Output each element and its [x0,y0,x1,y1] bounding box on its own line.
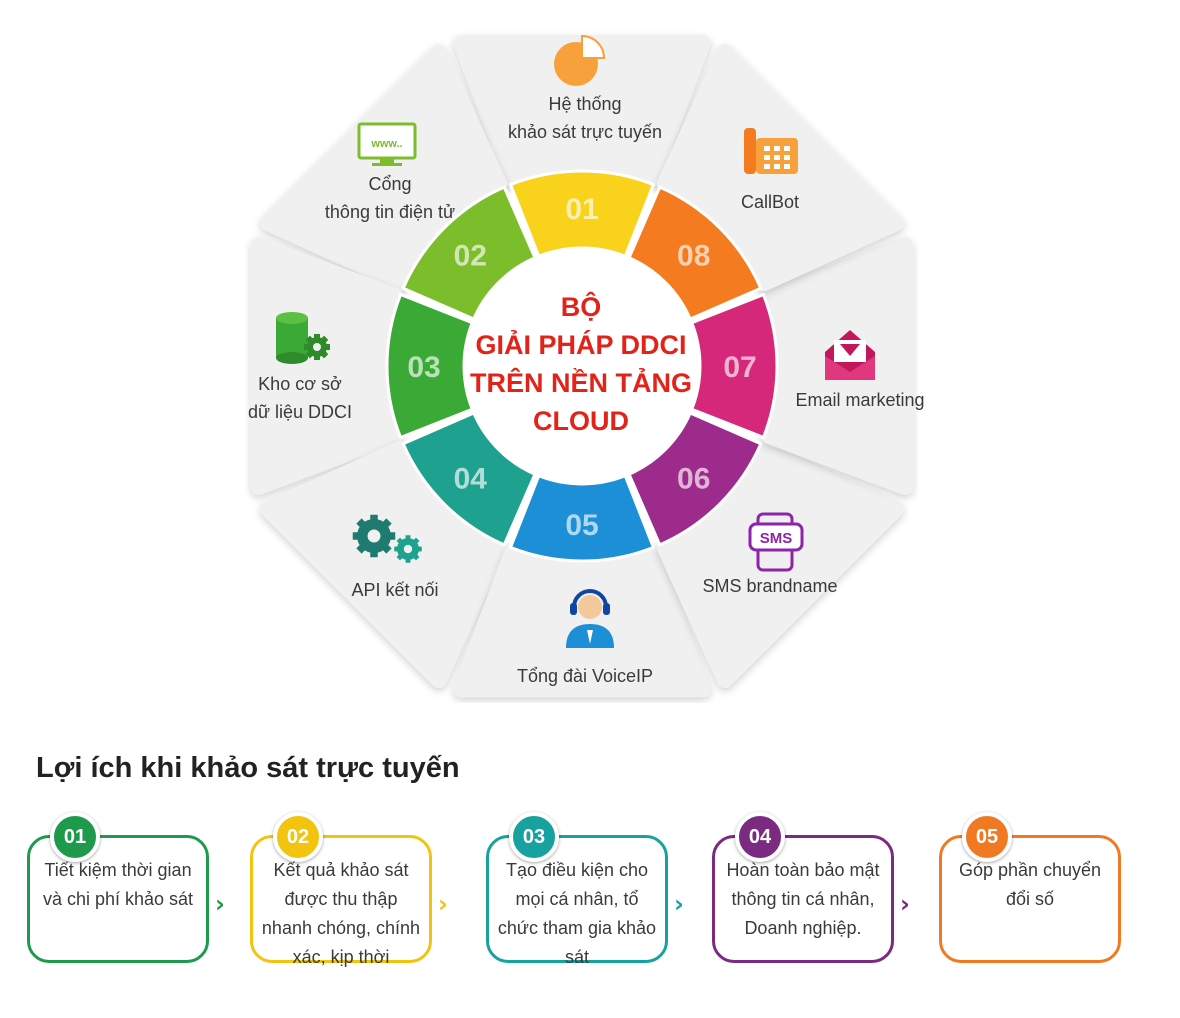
segment-label-07: Email marketing [795,390,925,410]
pie-chart-icon [554,34,606,86]
benefit-text: Tạo điều kiện cho mọi cá nhân, tổ chức t… [497,860,657,967]
svg-text:www..: www.. [370,138,402,150]
benefit-number-badge: 02 [273,812,323,862]
chevron-right-icon: › [438,890,448,918]
segment-label-03: Kho cơ sở dữ liệu DDCI [247,374,353,422]
benefit-text: Kết quả khảo sát được thu thập nhanh chó… [261,860,421,967]
center-title: BỘ GIẢI PHÁP DDCI TRÊN NỀN TẢNG CLOUD [470,292,692,436]
gears-icon [352,514,422,563]
benefit-text: Hoàn toàn bảo mật thông tin cá nhân, Doa… [726,860,880,938]
benefit-number-badge: 01 [50,812,100,862]
benefit-text: Góp phần chuyển đổi số [958,860,1102,909]
benefit-text: Tiết kiệm thời gian và chi phí khảo sát [42,860,194,909]
segment-label-02: Cổng thông tin điện tử [324,174,456,222]
segment-label-06: SMS brandname [702,576,838,596]
benefit-number-badge: 04 [735,812,785,862]
segment-label-04: API kết nối [351,580,439,600]
ring-number-02: 02 [454,239,487,272]
email-envelope-icon [825,330,875,380]
solution-wheel-diagram: 01 02 03 04 05 06 07 08 SMS www.. [250,34,914,698]
svg-text:SMS: SMS [760,530,793,547]
ring-number-05: 05 [565,509,598,542]
sms-icon: SMS [748,512,804,572]
ring-number-07: 07 [723,351,756,384]
segment-label-01: Hệ thống khảo sát trực tuyến [507,94,663,142]
chevron-right-icon: › [900,890,910,918]
ring-number-08: 08 [677,239,710,272]
ring-number-01: 01 [565,193,598,226]
phone-icon [744,128,798,174]
ring-number-03: 03 [407,351,440,384]
www-monitor-icon: www.. [357,122,417,166]
ring-number-04: 04 [454,463,488,496]
chevron-right-icon: › [674,890,684,918]
benefit-number-badge: 03 [509,812,559,862]
segment-label-05: Tổng đài VoiceIP [516,666,654,686]
headset-operator-icon [566,589,614,648]
benefits-title: Lợi ích khi khảo sát trực tuyến [36,752,460,784]
segment-card-03 [250,237,403,495]
benefit-number-badge: 05 [962,812,1012,862]
segment-label-08: CallBot [740,192,800,212]
chevron-right-icon: › [215,890,225,918]
database-gear-icon [276,312,330,364]
ring-number-06: 06 [677,463,710,496]
center-circle [464,248,700,484]
